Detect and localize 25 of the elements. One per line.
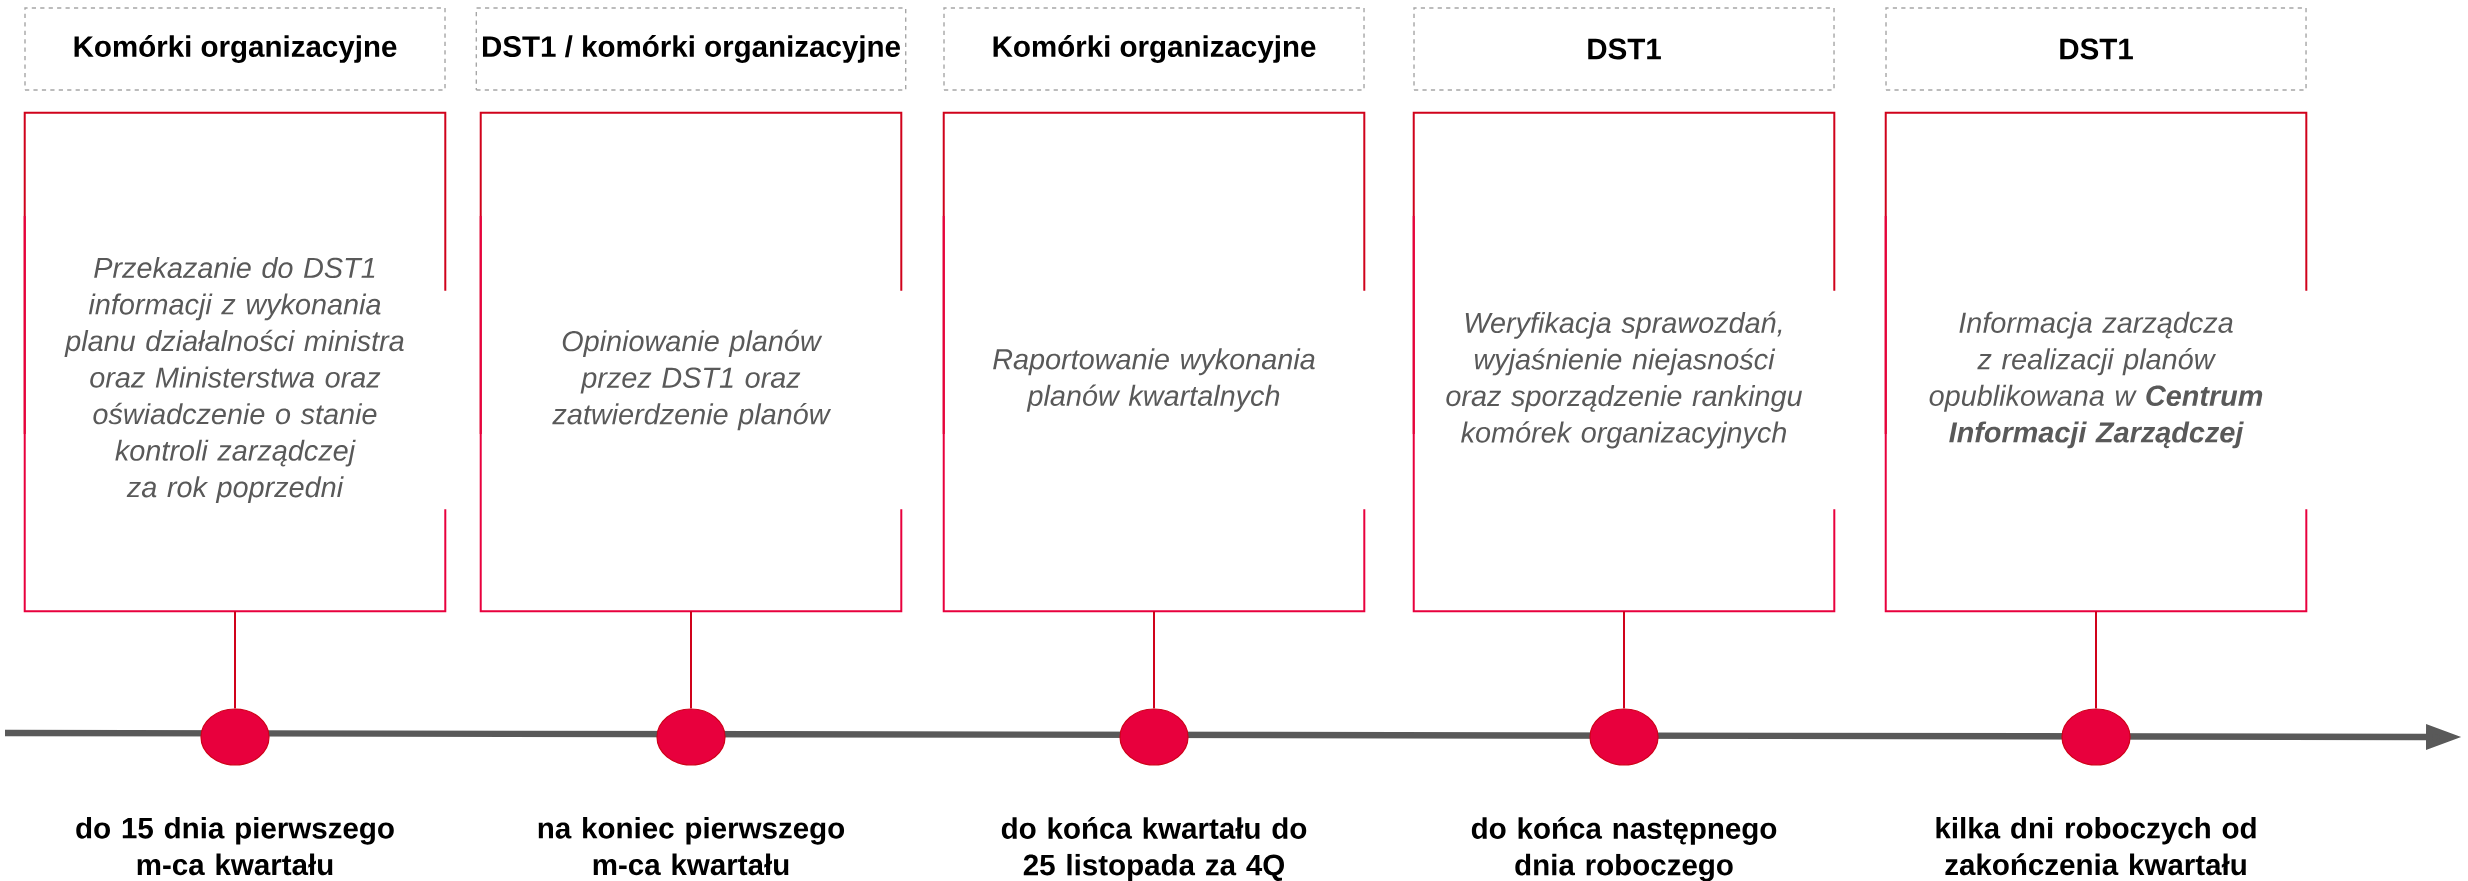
header-box: DST1 / komórki organizacyjne xyxy=(475,7,907,91)
milestone-dot xyxy=(656,708,726,766)
header-box: Komórki organizacyjne xyxy=(943,7,1365,91)
date-label: do 15 dnia pierwszego m-ca kwartału xyxy=(76,817,394,876)
header-box: Komórki organizacyjne xyxy=(24,7,446,91)
bracket-box: Opiniowanie planów przez DST1 oraz zatwierdzenie planów xyxy=(479,111,903,613)
date-label: na koniec pierwszego m-ca kwartału xyxy=(538,817,845,876)
milestone-dot xyxy=(2061,708,2131,766)
connector-line xyxy=(690,610,692,710)
header-box: DST1 xyxy=(1413,7,1835,91)
bracket-box: Przekazanie do DST1 informacji z wykonania planu działalności ministra oraz Ministerstwa oraz oświadczenie o stanie kontroli zarządczej za rok poprzedni xyxy=(23,111,447,613)
connector-line xyxy=(2095,610,2097,710)
connector-line xyxy=(1623,610,1625,710)
milestone-dot xyxy=(200,708,270,766)
bracket-box: Weryfikacja sprawozdań, wyjaśnienie niejasności oraz sporządzenie rankingu komórek organizacyjnych xyxy=(1412,111,1836,613)
date-label: do końca kwartału do 25 listopada za 4Q xyxy=(1001,817,1307,881)
connector-line xyxy=(234,610,236,710)
bracket-box: Informacja zarządcza z realizacji planów opublikowana w Centrum Informacji Zarządczej xyxy=(1884,111,2308,613)
header-box: DST1 xyxy=(1885,7,2307,91)
date-label: kilka dni roboczych od zakończenia kwartału xyxy=(1936,817,2256,876)
bracket-box: Raportowanie wykonania planów kwartalnych xyxy=(942,111,1366,613)
milestone-dot xyxy=(1119,708,1189,766)
date-label: do końca następnego dnia roboczego xyxy=(1471,817,1777,881)
milestone-dot xyxy=(1589,708,1659,766)
connector-line xyxy=(1153,610,1155,710)
